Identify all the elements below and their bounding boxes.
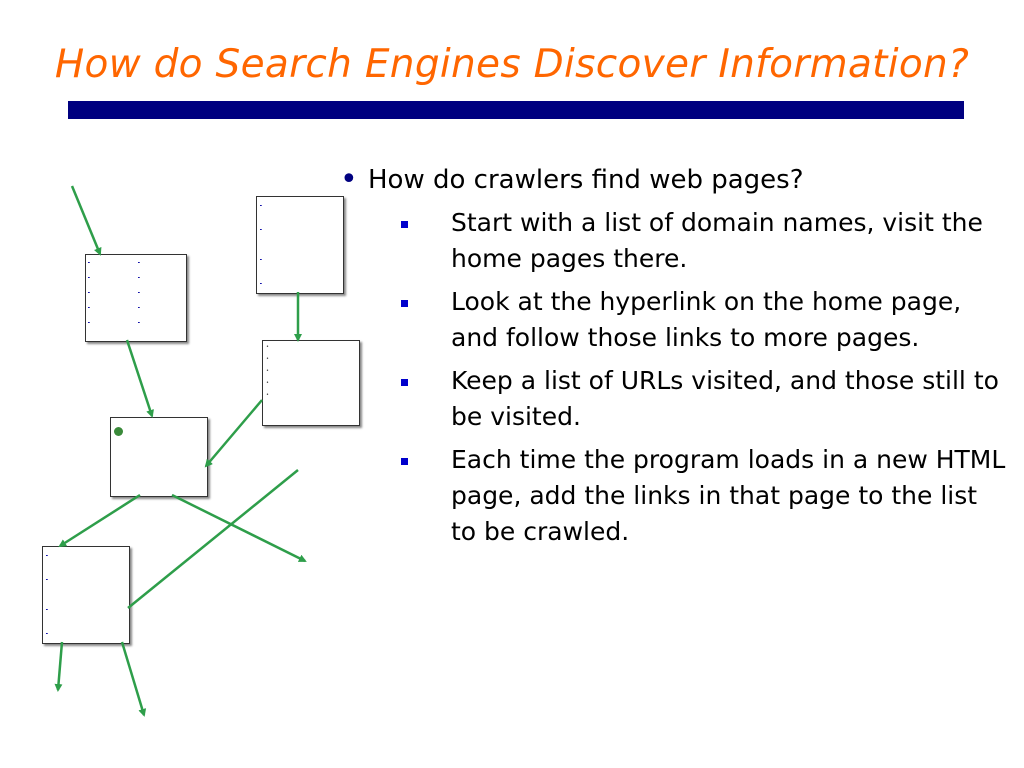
square-bullet-icon: [401, 221, 408, 228]
square-bullet-icon: [401, 379, 408, 386]
main-bullet-text: How do crawlers find web pages?: [368, 165, 804, 195]
arrow-journal-to-bottom-left: [58, 493, 141, 548]
greek-links-page-thumbnail: • • • • •: [262, 340, 360, 426]
sub-bullet: Each time the program loads in a new HTM…: [340, 442, 1010, 550]
arrow-directory-to-journal: [125, 339, 154, 418]
sub-bullet-text: Start with a list of domain names, visit…: [451, 208, 983, 273]
bullet-list: • How do crawlers find web pages? Start …: [340, 162, 1010, 550]
title-divider-bar: [68, 101, 964, 119]
sub-bullet-text: Keep a list of URLs visited, and those s…: [451, 366, 999, 431]
journal-logo-icon: [114, 427, 123, 436]
arrow-seed-to-directory: [70, 185, 102, 256]
arrow-journal-to-right: [171, 493, 307, 563]
square-bullet-icon: [401, 458, 408, 465]
arrow-news-to-down-right: [120, 641, 147, 717]
main-bullet: • How do crawlers find web pages?: [340, 162, 1010, 198]
journal-article-page-thumbnail: [110, 417, 208, 497]
square-bullet-icon: [401, 300, 408, 307]
sub-bullet-text: Each time the program loads in a new HTM…: [451, 445, 1006, 546]
slide-title: How do Search Engines Discover Informati…: [54, 42, 970, 87]
sub-bullet-text: Look at the hyperlink on the home page, …: [451, 287, 962, 352]
sub-bullet-list: Start with a list of domain names, visit…: [340, 205, 1010, 550]
bullet-dot-icon: •: [340, 162, 358, 197]
sub-bullet: Start with a list of domain names, visit…: [340, 205, 1010, 277]
sub-bullet: Look at the hyperlink on the home page, …: [340, 284, 1010, 356]
news-page-thumbnail-top: [256, 196, 344, 294]
web-directory-page-thumbnail: [85, 254, 187, 342]
arrow-news-to-down-left: [54, 641, 64, 692]
arrow-greek-to-journal: [204, 399, 263, 468]
sub-bullet: Keep a list of URLs visited, and those s…: [340, 363, 1010, 435]
news-page-thumbnail-bottom: [42, 546, 130, 644]
